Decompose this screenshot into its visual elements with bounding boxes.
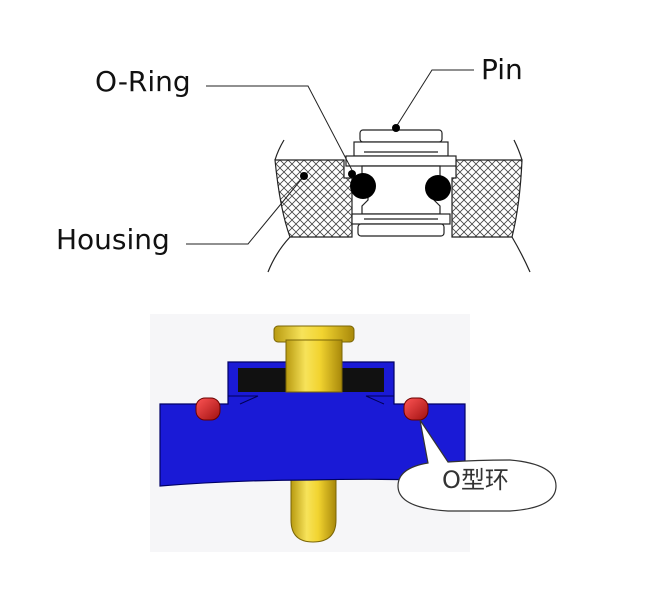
label-oring: O-Ring: [95, 65, 191, 98]
pin-leader: [395, 69, 474, 128]
housing-leader: [186, 175, 305, 245]
bottom-render: [150, 314, 557, 552]
housing-break-right: [511, 236, 531, 273]
oring-leader-dot: [348, 170, 356, 178]
callout-bubble: [397, 419, 557, 512]
pin-lower-body: [290, 477, 337, 543]
housing-right-section: [451, 159, 523, 238]
pin-upper-body: [285, 339, 343, 393]
top-cross-section: [186, 69, 531, 273]
oring-left-circle: [350, 173, 376, 199]
housing-top-break-right: [513, 139, 523, 161]
seal-left-block: [238, 368, 288, 392]
callout-oring-label: O型环: [442, 466, 509, 494]
pin-leader-dot: [392, 124, 400, 132]
oring-right-red: [403, 397, 429, 421]
housing-top-break-left: [274, 139, 285, 161]
pin-outline: [345, 129, 457, 237]
leader-lines: [186, 69, 474, 245]
housing-leader-dot: [300, 172, 308, 180]
oring-right-circle: [425, 175, 451, 201]
oring-left-red: [195, 397, 221, 421]
seal-right-block: [336, 368, 384, 392]
label-pin: Pin: [481, 53, 523, 86]
label-housing: Housing: [56, 223, 170, 256]
oring-leader: [206, 85, 355, 175]
housing-left-section: [274, 159, 353, 238]
housing-inner-edge: [228, 395, 394, 405]
housing-break-left: [267, 236, 291, 273]
